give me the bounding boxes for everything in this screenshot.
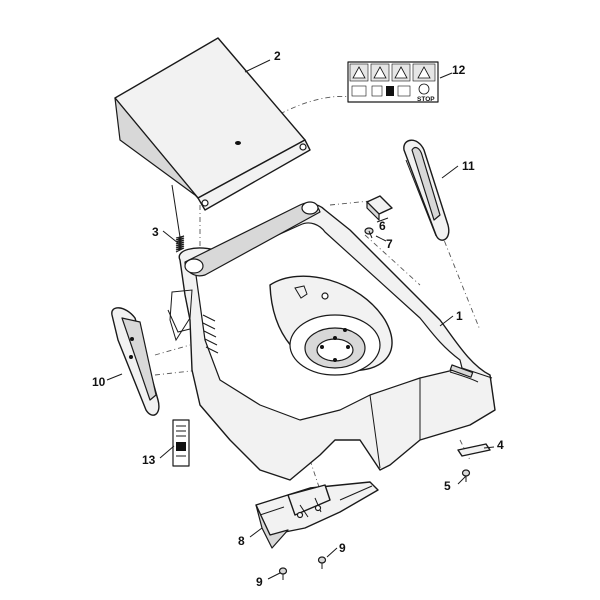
callout-3: 3 (152, 225, 159, 239)
part-9-screws (278, 556, 327, 580)
part-7-screw (364, 227, 374, 239)
callout-2: 2 (274, 49, 281, 63)
deck-side-vents (202, 314, 219, 354)
part-12-warning-label: STOP (347, 61, 439, 103)
part-3-spring (171, 184, 185, 253)
part-13-label (172, 419, 190, 467)
part-1-deck-housing (167, 201, 496, 481)
leader-lines (106, 59, 495, 580)
callout-13: 13 (142, 453, 156, 467)
callout-4: 4 (497, 438, 504, 452)
part-8-deflector (255, 481, 379, 549)
part-11-right-cover (403, 139, 450, 241)
callout-10: 10 (92, 375, 106, 389)
callout-6: 6 (379, 219, 386, 233)
part-4-plate (457, 443, 491, 457)
callout-11: 11 (462, 159, 475, 173)
callout-5: 5 (444, 479, 451, 493)
callout-7: 7 (386, 237, 393, 251)
callout-1: 1 (456, 309, 463, 323)
callout-labels: 2 12 11 3 6 7 1 10 13 4 5 8 9 9 (92, 49, 504, 589)
callout-12: 12 (452, 63, 466, 77)
part-6-bracket (366, 195, 393, 221)
callout-9-right: 9 (339, 541, 346, 555)
warning-label-stop-text: STOP (417, 96, 435, 103)
callout-8: 8 (238, 534, 245, 548)
part-10-left-cover (111, 307, 160, 416)
part-2-cover (114, 37, 311, 211)
callout-9-left: 9 (256, 575, 263, 589)
